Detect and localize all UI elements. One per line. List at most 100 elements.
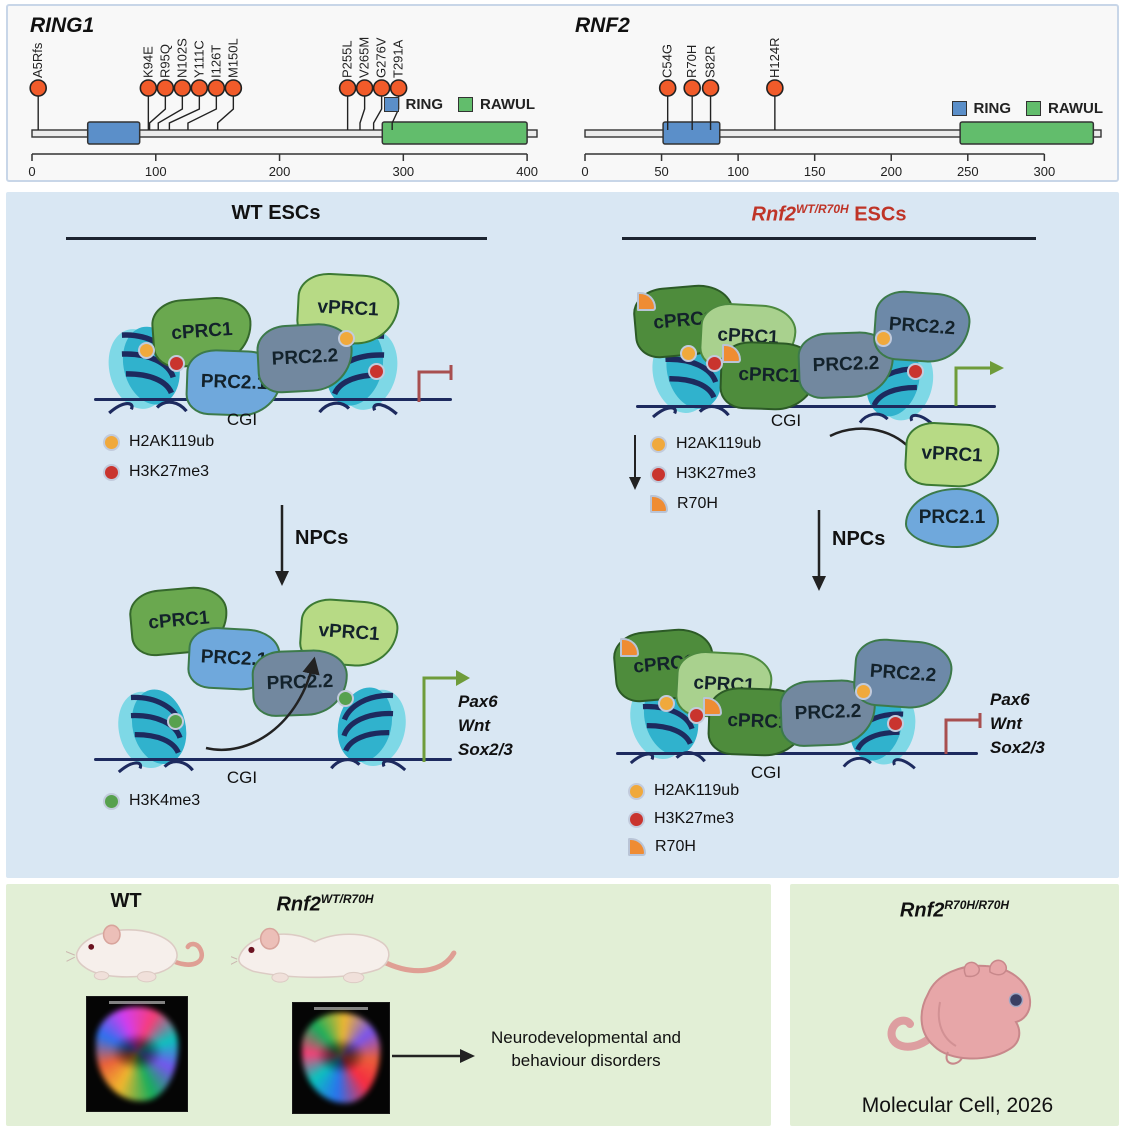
- h2ak119ub-mark: [658, 695, 675, 712]
- r70h-icon: [650, 495, 668, 513]
- homo-genotype-label: Rnf2R70H/R70H: [790, 898, 1119, 923]
- complex-label: PRC2.2: [271, 345, 339, 370]
- cgi-label: CGI: [750, 763, 782, 782]
- svg-text:200: 200: [880, 164, 902, 178]
- ring-domain-swatch: [383, 97, 399, 112]
- gene-pax6: Pax6: [458, 692, 498, 711]
- het-mouse-label: Rnf2WT/R70H: [240, 892, 410, 917]
- legend-h3k27me3: H3K27me3: [650, 465, 756, 483]
- complex-label: PRC2.2: [794, 700, 862, 725]
- ring-domain-label: RING: [973, 100, 1012, 117]
- gene-sox23: Sox2/3: [458, 740, 513, 759]
- svg-text:400: 400: [516, 164, 538, 178]
- svg-text:K94E: K94E: [140, 46, 155, 78]
- leads-to-arrow: [392, 1049, 475, 1063]
- rnf2-title: RNF2: [575, 14, 630, 37]
- h3k4me3-mark: [167, 713, 184, 730]
- h3k27me3-icon: [103, 463, 120, 481]
- complex-label: vPRC1: [317, 619, 381, 646]
- h2ak119ub-icon: [628, 782, 645, 800]
- rawul-domain-swatch: [1026, 101, 1041, 116]
- svg-text:100: 100: [145, 164, 167, 178]
- legend-r70h: R70H: [650, 495, 718, 513]
- complex-label: PRC2.1: [918, 507, 986, 528]
- legend-label: H3K27me3: [129, 463, 210, 480]
- legend-h3k4me3: H3K4me3: [103, 792, 200, 810]
- title-suffix: ESCs: [848, 203, 907, 226]
- r70h-mark: [620, 638, 639, 657]
- svg-text:250: 250: [957, 164, 979, 178]
- legend-label: R70H: [655, 838, 696, 855]
- h2ak119ub-mark: [680, 345, 697, 362]
- svg-text:0: 0: [28, 164, 35, 178]
- wt-mouse-illustration: [66, 924, 204, 983]
- svg-text:P255L: P255L: [340, 40, 355, 78]
- legend-label: H3K27me3: [676, 465, 757, 482]
- h3k27me3-mark: [887, 715, 904, 732]
- svg-text:150: 150: [804, 164, 826, 178]
- h3k4me3-mark: [337, 690, 354, 707]
- h2ak119ub-mark: [138, 342, 155, 359]
- gene-wnt: Wnt: [458, 716, 491, 735]
- ring1-domain-legend: RING RAWUL: [383, 96, 535, 113]
- legend-label: R70H: [677, 495, 718, 512]
- legend-label: H3K4me3: [129, 792, 201, 809]
- legend-h2ak119ub: H2AK119ub: [628, 782, 739, 800]
- svg-text:100: 100: [727, 164, 749, 178]
- h3k27me3-mark: [706, 355, 723, 372]
- svg-text:G276V: G276V: [374, 37, 389, 78]
- decrease-arrow: [629, 435, 641, 490]
- svg-text:I126T: I126T: [208, 45, 223, 78]
- legend-h3k27me3: H3K27me3: [628, 810, 734, 828]
- h2ak119ub-icon: [650, 435, 667, 453]
- ring-domain-label: RING: [405, 96, 444, 113]
- h2ak119ub-mark: [855, 683, 872, 700]
- h3k27me3-icon: [650, 465, 667, 483]
- svg-text:Y111C: Y111C: [191, 40, 206, 78]
- gene-wnt: Wnt: [990, 714, 1023, 733]
- npcs-label: NPCs: [295, 527, 349, 549]
- active-transcription-icon: [422, 670, 470, 762]
- r70h-mark: [637, 292, 656, 311]
- wt-esc-title: WT ESCs: [231, 202, 321, 224]
- rnf2-domain-legend: RING RAWUL: [951, 100, 1103, 117]
- svg-text:50: 50: [654, 164, 668, 178]
- svg-text:R95Q: R95Q: [157, 44, 172, 78]
- svg-text:A5Rfs: A5Rfs: [30, 42, 45, 78]
- r70h-icon: [628, 838, 646, 856]
- legend-h2ak119ub: H2AK119ub: [650, 435, 761, 453]
- target-genes: Pax6 Wnt Sox2/3: [458, 690, 513, 762]
- genotype-superscript: WT/R70H: [320, 892, 374, 906]
- recruitment-curved-arrow: [205, 656, 320, 751]
- npcs-transition-arrow: [275, 505, 289, 586]
- ring-domain-swatch: [951, 101, 967, 116]
- target-genes: Pax6 Wnt Sox2/3: [990, 688, 1045, 760]
- h3k27me3-icon: [628, 810, 645, 828]
- prc22-complex: PRC2.2: [851, 636, 955, 712]
- gene-name: Rnf2: [751, 203, 796, 226]
- svg-text:300: 300: [1033, 164, 1055, 178]
- brain-scan-map: [301, 1012, 381, 1104]
- svg-text:0: 0: [581, 164, 588, 178]
- genotype-superscript: WT/R70H: [795, 202, 849, 216]
- repressed-transcription-icon: [417, 365, 453, 402]
- embryo-panel: Rnf2R70H/R70H Molecular Cell, 2026: [790, 884, 1119, 1126]
- svg-text:T291A: T291A: [391, 39, 406, 78]
- svg-text:H124R: H124R: [767, 38, 782, 78]
- complex-label: PRC2.2: [869, 660, 937, 687]
- h3k27me3-mark: [907, 363, 924, 380]
- complex-label: PRC2.2: [812, 352, 880, 377]
- legend-label: H2AK119ub: [654, 782, 740, 799]
- ring1-title: RING1: [30, 14, 95, 37]
- esc-mechanism-panel: WT ESCs cPRC1 vPRC1 PRC2.1 PRC2.2 CGI H2…: [6, 192, 1119, 878]
- complex-label: cPRC1: [738, 363, 800, 388]
- h3k27me3-mark: [688, 707, 705, 724]
- svg-text:S82R: S82R: [703, 45, 718, 78]
- outcome-line2: behaviour disorders: [511, 1051, 661, 1070]
- het-mouse-illustration: [231, 927, 457, 984]
- brain-scan-caption: [314, 1007, 368, 1010]
